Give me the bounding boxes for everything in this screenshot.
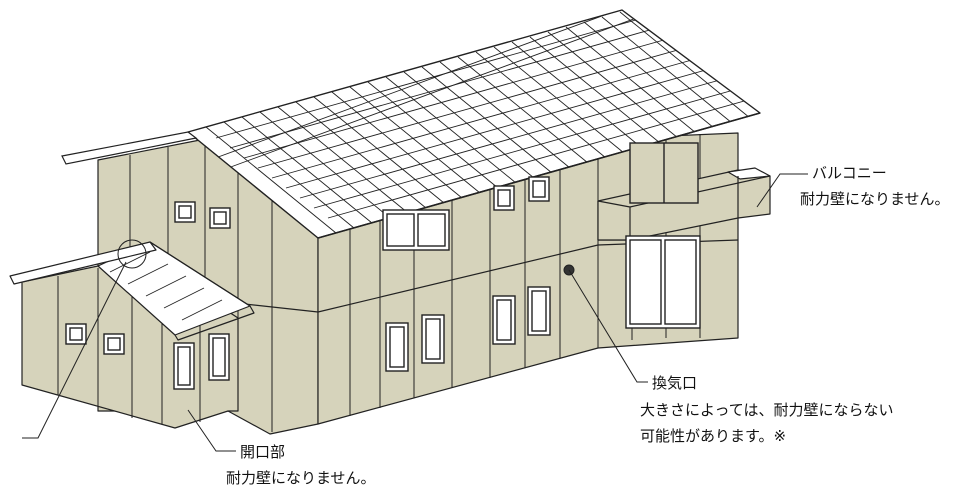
vent-callout-note-line2: 可能性があります。※	[640, 427, 787, 445]
vent-callout-note-line1: 大きさによっては、耐力壁にならない	[640, 401, 894, 419]
balcony-callout-note: 耐力壁になりません。	[800, 190, 950, 208]
detail-circle-marker	[117, 239, 147, 269]
leader-lines	[22, 173, 808, 452]
main-roof	[61, 9, 761, 239]
opening-callout-note: 耐力壁になりません。	[226, 469, 376, 487]
balcony	[597, 167, 771, 241]
windows	[65, 142, 701, 390]
balcony-callout-title: バルコニー	[812, 164, 887, 182]
opening-callout-title: 開口部	[240, 443, 286, 461]
vent-callout-title: 換気口	[652, 374, 698, 392]
